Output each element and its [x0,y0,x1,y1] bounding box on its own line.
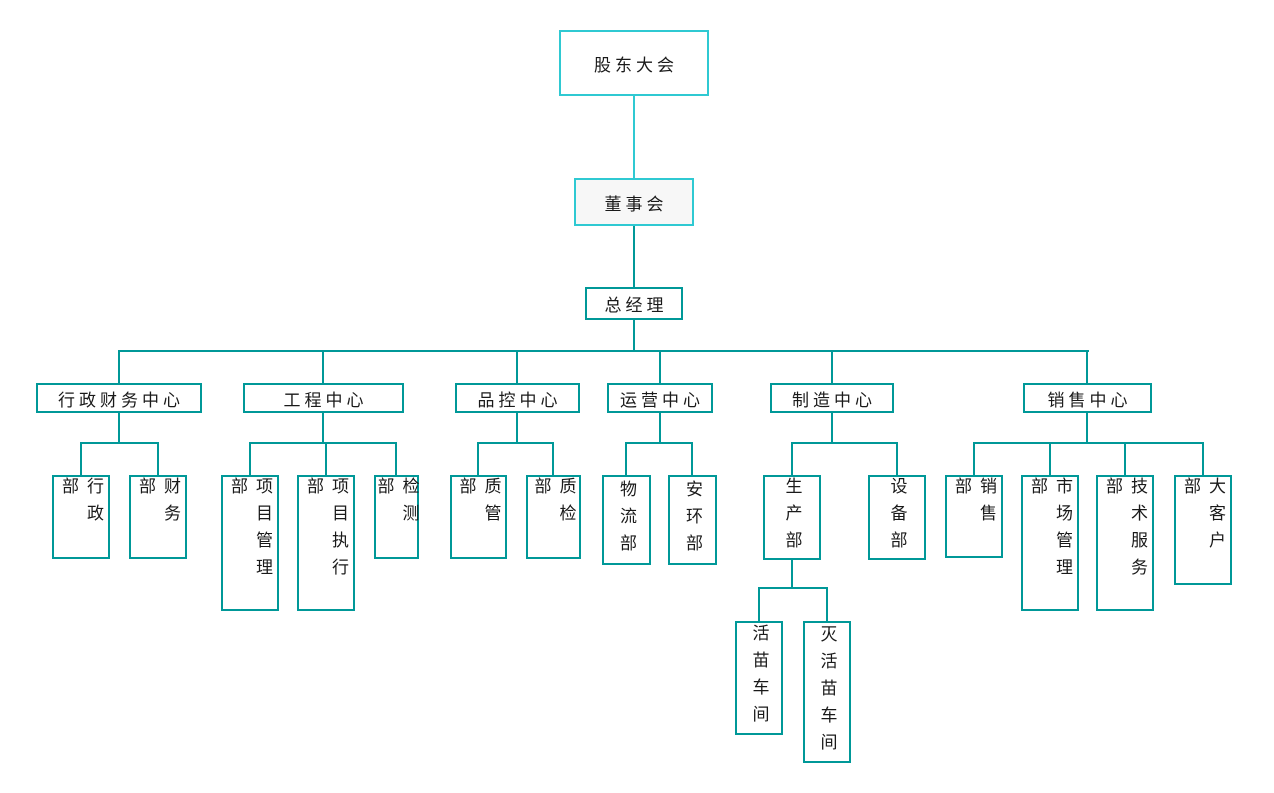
org-node-production-dept[interactable]: 生产部 [763,475,821,560]
connector-line [691,442,693,475]
connector-line [791,442,898,444]
org-node-finance-dept[interactable]: 财务部 [129,475,187,559]
org-node-admin-dept[interactable]: 行政部 [52,475,110,559]
connector-line [516,413,518,444]
org-node-sales-center[interactable]: 销售中心 [1023,383,1152,413]
org-node-project-execution-dept[interactable]: 项目执行部 [297,475,355,611]
connector-line [118,350,120,383]
org-node-engineering-center[interactable]: 工程中心 [243,383,404,413]
connector-line [395,442,397,475]
connector-line [80,442,82,475]
org-node-equipment-dept[interactable]: 设备部 [868,475,926,560]
org-node-operations-center[interactable]: 运营中心 [607,383,713,413]
connector-line [1086,413,1088,444]
connector-line [516,350,518,383]
connector-line [552,442,554,475]
org-node-key-account-dept[interactable]: 大客户部 [1174,475,1232,585]
connector-line [1202,442,1204,475]
connector-line [118,350,1089,352]
connector-line [325,442,327,475]
connector-line [633,96,635,178]
connector-line [625,442,627,475]
connector-line [1124,442,1126,475]
org-node-safety-environment-dept[interactable]: 安环部 [668,475,717,565]
org-node-quality-management-dept[interactable]: 质管部 [450,475,507,559]
org-node-live-vaccine-workshop[interactable]: 活苗车间 [735,621,783,735]
org-node-board-of-directors[interactable]: 董事会 [574,178,694,226]
connector-line [157,442,159,475]
connector-line [80,442,159,444]
connector-line [973,442,975,475]
connector-line [322,350,324,383]
org-node-admin-finance-center[interactable]: 行政财务中心 [36,383,202,413]
org-node-sales-dept[interactable]: 销售部 [945,475,1003,558]
org-node-testing-dept[interactable]: 检测部 [374,475,419,559]
connector-line [118,413,120,444]
connector-line [831,350,833,383]
org-node-inactivated-vaccine-workshop[interactable]: 灭活苗车间 [803,621,851,763]
connector-line [633,320,635,352]
connector-line [791,442,793,475]
org-node-general-manager[interactable]: 总经理 [585,287,683,320]
connector-line [826,587,828,621]
connector-line [477,442,554,444]
connector-line [1049,442,1051,475]
org-node-quality-control-center[interactable]: 品控中心 [455,383,580,413]
connector-line [758,587,760,621]
org-node-shareholders-meeting[interactable]: 股东大会 [559,30,709,96]
org-node-market-management-dept[interactable]: 市场管理部 [1021,475,1079,611]
connector-line [249,442,397,444]
connector-line [896,442,898,475]
connector-line [791,560,793,588]
org-node-manufacturing-center[interactable]: 制造中心 [770,383,894,413]
connector-line [477,442,479,475]
connector-line [758,587,828,589]
org-node-technical-service-dept[interactable]: 技术服务部 [1096,475,1154,611]
org-node-quality-inspection-dept[interactable]: 质检部 [526,475,581,559]
org-node-logistics-dept[interactable]: 物流部 [602,475,651,565]
connector-line [322,413,324,444]
connector-line [1086,350,1088,383]
connector-line [973,442,1204,444]
connector-line [659,350,661,383]
connector-line [659,413,661,444]
connector-line [249,442,251,475]
connector-line [831,413,833,444]
connector-line [625,442,693,444]
connector-line [633,226,635,287]
org-node-project-management-dept[interactable]: 项目管理部 [221,475,279,611]
